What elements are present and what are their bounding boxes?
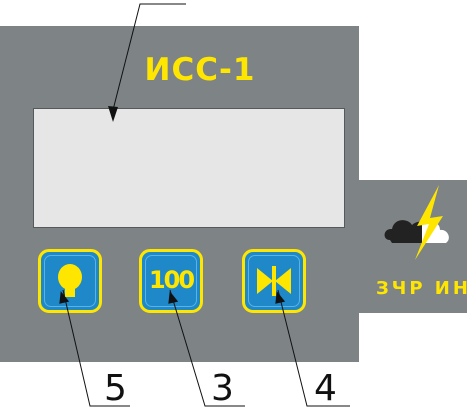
valve-icon [257,266,291,296]
callout-hundred: 3 [211,368,234,409]
valve-button[interactable] [242,249,306,313]
hundred-icon: 100 [148,266,195,294]
callout-valve: 4 [314,368,337,409]
logo-text: ЗЧР ИНЕ [376,278,467,299]
light-button[interactable] [38,249,102,313]
device-title: ИСС-1 [144,52,256,88]
lightbulb-icon [58,264,82,297]
display-screen [33,108,345,228]
side-panel [357,180,467,313]
cloud-lightning-icon [384,185,449,260]
callout-light: 5 [104,368,127,409]
